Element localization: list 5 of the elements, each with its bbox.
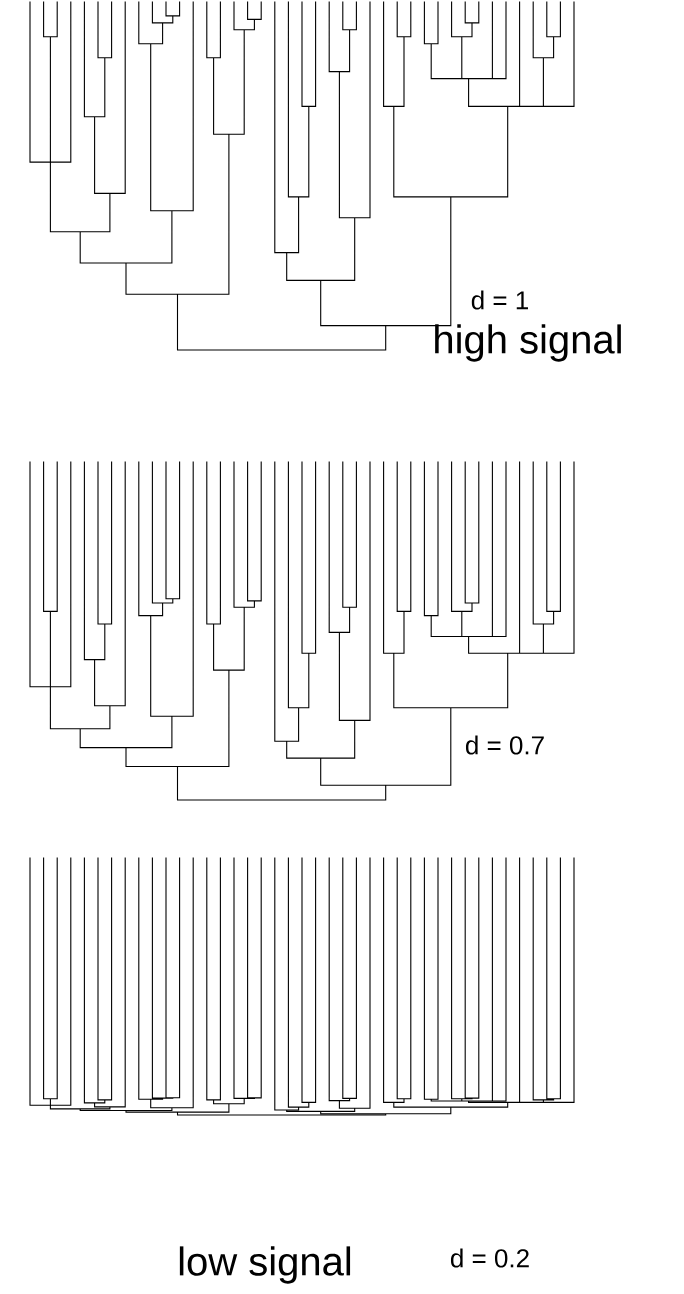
label: high signal [435, 324, 621, 362]
label: low signal [179, 1246, 351, 1284]
label: d = 1 [471, 290, 528, 310]
label: d = 0.7 [466, 735, 544, 755]
label: d = 0.2 [451, 1248, 529, 1268]
